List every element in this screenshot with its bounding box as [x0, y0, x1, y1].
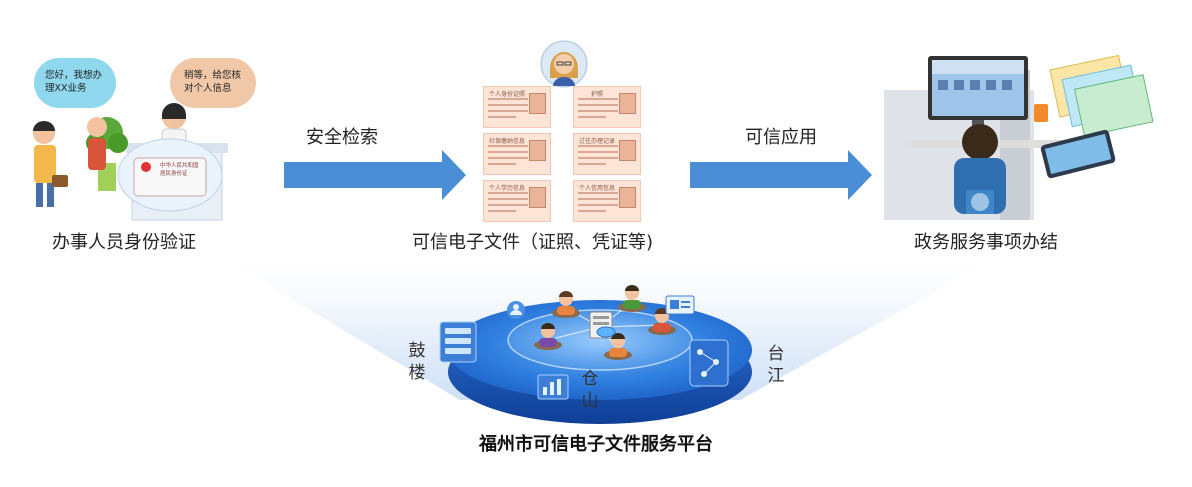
- document-card-history: 过往办理记录: [573, 133, 641, 175]
- identity-verification-illustration: [33, 103, 228, 221]
- applicant-speech-bubble: 您好，我想办 理XX业务: [34, 58, 116, 108]
- server-stack-icon: [439, 321, 477, 363]
- stage-label-service-completed: 政务服务事项办结: [914, 232, 1058, 253]
- district-label-taijiang: 台 江: [766, 343, 786, 387]
- platform-title: 福州市可信电子文件服务平台: [479, 434, 713, 455]
- network-map-icon: [689, 339, 729, 387]
- district-char: 山: [581, 391, 599, 411]
- monitor-icon: [665, 295, 695, 315]
- document-photo-icon: [529, 93, 546, 114]
- server-icon: [589, 311, 616, 339]
- applicant-speech-line1: 您好，我想办: [45, 70, 103, 81]
- arrow-trusted-application: [690, 150, 872, 200]
- bar-chart-icon: [537, 374, 569, 400]
- user-icons: [534, 285, 676, 360]
- district-char: 楼: [408, 363, 426, 383]
- district-label-gulou: 鼓 楼: [407, 340, 427, 384]
- district-char: 江: [767, 366, 785, 386]
- arrow-label-security-search: 安全检索: [306, 127, 378, 148]
- document-card-title: 个人身份证照: [488, 91, 525, 98]
- document-card-education: 个人学历信息: [483, 180, 551, 222]
- district-char: 鼓: [408, 341, 426, 361]
- document-photo-icon: [529, 187, 546, 208]
- arrow-label-trusted-application: 可信应用: [745, 127, 817, 148]
- district-label-cangshan: 仓 山: [580, 368, 600, 412]
- avatar: [540, 40, 588, 88]
- officer-speech-line2: 对个人信息: [184, 83, 232, 94]
- document-photo-icon: [619, 140, 636, 161]
- id-card-line1: 中华人民共和国: [160, 163, 199, 169]
- id-card-text: 中华人民共和国 居民身份证: [160, 162, 199, 178]
- id-card-line2: 居民身份证: [160, 171, 188, 177]
- document-card-title: 个人学历信息: [488, 185, 525, 192]
- document-card-title: 个人信用信息: [578, 185, 615, 192]
- document-card-title: 社保缴纳信息: [488, 138, 525, 145]
- stage-label-trusted-documents: 可信电子文件（证照、凭证等): [412, 232, 654, 253]
- district-char: 仓: [581, 369, 599, 389]
- workstation-illustration: [884, 54, 1154, 220]
- document-photo-icon: [529, 140, 546, 161]
- document-card-id: 个人身份证照: [483, 86, 551, 128]
- stage-label-identity-verification: 办事人员身份验证: [52, 232, 196, 253]
- document-card-social-security: 社保缴纳信息: [483, 133, 551, 175]
- applicant-speech-line2: 理XX业务: [45, 83, 87, 94]
- document-photo-icon: [619, 93, 636, 114]
- arrow-security-search: [284, 150, 466, 200]
- officer-speech-bubble: 稍等，给您核 对个人信息: [170, 58, 256, 108]
- document-card-passport: 护照: [573, 86, 641, 128]
- user-cloud-icon: [507, 301, 525, 319]
- document-photo-icon: [619, 187, 636, 208]
- document-card-credit: 个人信用信息: [573, 180, 641, 222]
- document-card-title: 过往办理记录: [578, 138, 615, 145]
- document-card-title: 护照: [590, 91, 603, 98]
- district-char: 台: [767, 344, 785, 364]
- officer-speech-line1: 稍等，给您核: [184, 70, 242, 81]
